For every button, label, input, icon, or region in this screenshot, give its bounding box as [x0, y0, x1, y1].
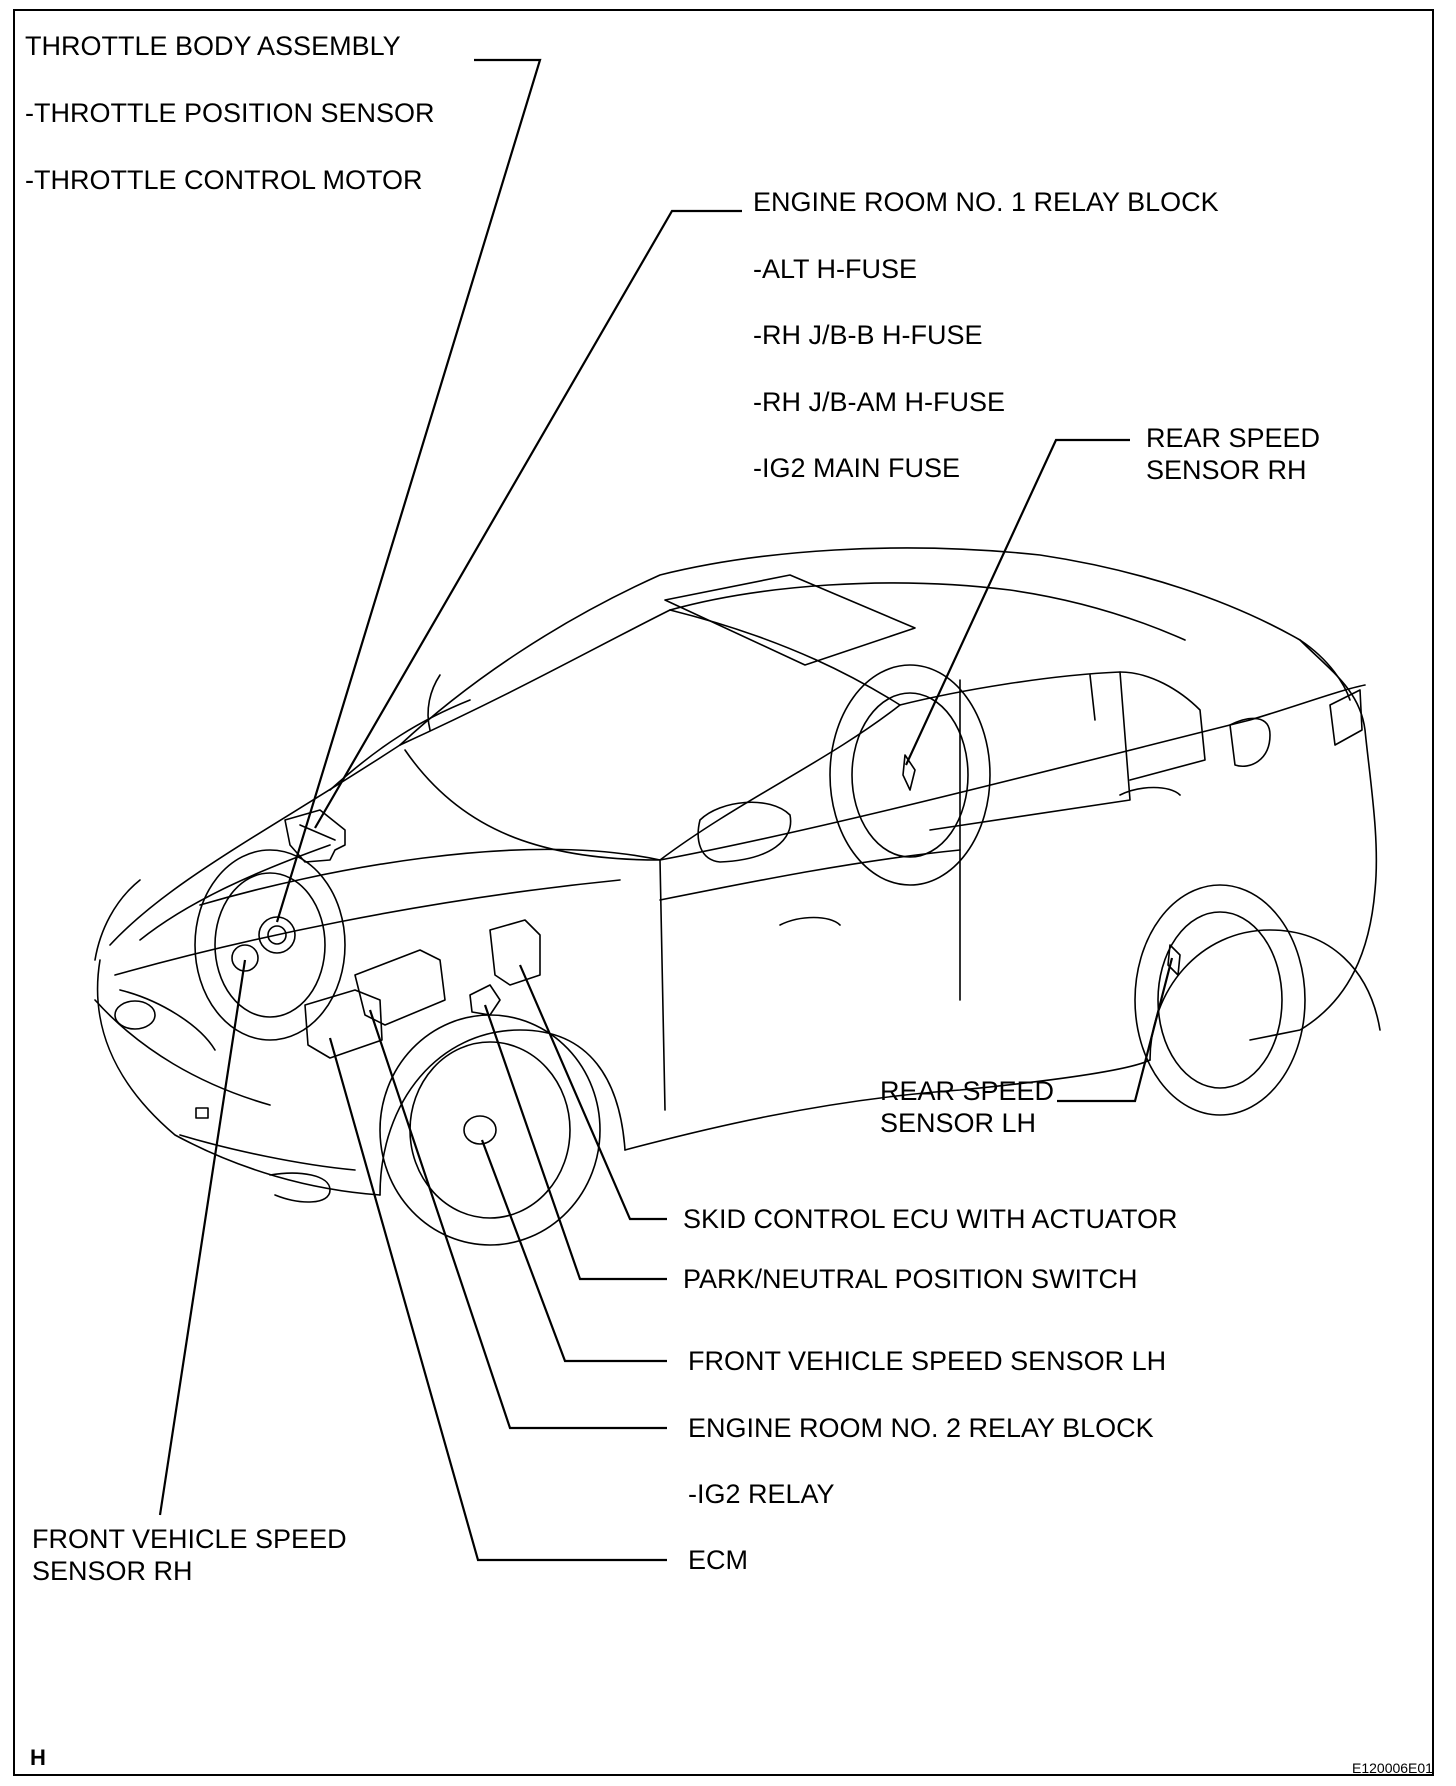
rh-jb-b-h-fuse-label: -RH J/B-B H-FUSE: [753, 320, 983, 350]
throttle-body-assembly-label: THROTTLE BODY ASSEMBLY: [25, 31, 401, 61]
leader-park-neutral: [483, 1004, 667, 1281]
leader-front-speed-lh: [480, 1139, 667, 1363]
front-vehicle-speed-sensor-lh-label: FRONT VEHICLE SPEED SENSOR LH: [688, 1346, 1167, 1376]
rear-speed-sensor-rh-label: REAR SPEED SENSOR RH: [1146, 423, 1321, 485]
corner-mark: H: [30, 1745, 46, 1770]
car-outline: [94, 547, 1381, 1246]
ecm-label: ECM: [688, 1545, 748, 1575]
alt-h-fuse-label: -ALT H-FUSE: [753, 254, 918, 284]
skid-control-ecu-shape: [489, 919, 541, 986]
leader-relay-block-1: [314, 209, 742, 829]
components: [231, 754, 1181, 1145]
leader-rear-speed-rh: [905, 438, 1130, 766]
engine-room-no2-relay-block-label: ENGINE ROOM NO. 2 RELAY BLOCK: [688, 1413, 1154, 1443]
leader-lines: [158, 58, 1174, 1562]
diagram-frame: [13, 9, 1434, 1776]
relay-block-1-shape: [284, 809, 346, 863]
engine-room-no1-relay-block-label: ENGINE ROOM NO. 1 RELAY BLOCK: [753, 187, 1219, 217]
rear-speed-sensor-lh-shape: [1167, 944, 1181, 976]
throttle-control-motor-label: -THROTTLE CONTROL MOTOR: [25, 165, 423, 195]
leader-skid-control: [518, 964, 667, 1221]
leader-front-speed-rh: [158, 959, 247, 1516]
rear-speed-sensor-rh-shape: [902, 754, 916, 791]
ig2-main-fuse-label: -IG2 MAIN FUSE: [753, 453, 961, 483]
park-neutral-switch-shape: [469, 984, 501, 1016]
front-speed-sensor-lh-shape: [463, 1115, 497, 1145]
front-vehicle-speed-sensor-rh-label: FRONT VEHICLE SPEED SENSOR RH: [32, 1524, 347, 1586]
skid-control-ecu-label: SKID CONTROL ECU WITH ACTUATOR: [683, 1204, 1178, 1234]
front-speed-sensor-rh-shape: [231, 944, 259, 972]
throttle-position-sensor-label: -THROTTLE POSITION SENSOR: [25, 98, 435, 128]
park-neutral-position-switch-label: PARK/NEUTRAL POSITION SWITCH: [683, 1264, 1138, 1294]
leader-ecm: [328, 1037, 667, 1562]
ecm-shape: [354, 949, 446, 1026]
rear-speed-sensor-lh-label: REAR SPEED SENSOR LH: [880, 1076, 1055, 1138]
relay-block-2-shape: [304, 989, 383, 1059]
leader-throttle-body: [275, 58, 542, 923]
figure-id: E120006E01: [1352, 1760, 1433, 1776]
ig2-relay-label: -IG2 RELAY: [688, 1479, 835, 1509]
throttle-body-shape: [258, 916, 296, 954]
rh-jb-am-h-fuse-label: -RH J/B-AM H-FUSE: [753, 387, 1005, 417]
leader-relay-block-2: [368, 1009, 667, 1430]
leader-rear-speed-lh: [1057, 957, 1174, 1103]
